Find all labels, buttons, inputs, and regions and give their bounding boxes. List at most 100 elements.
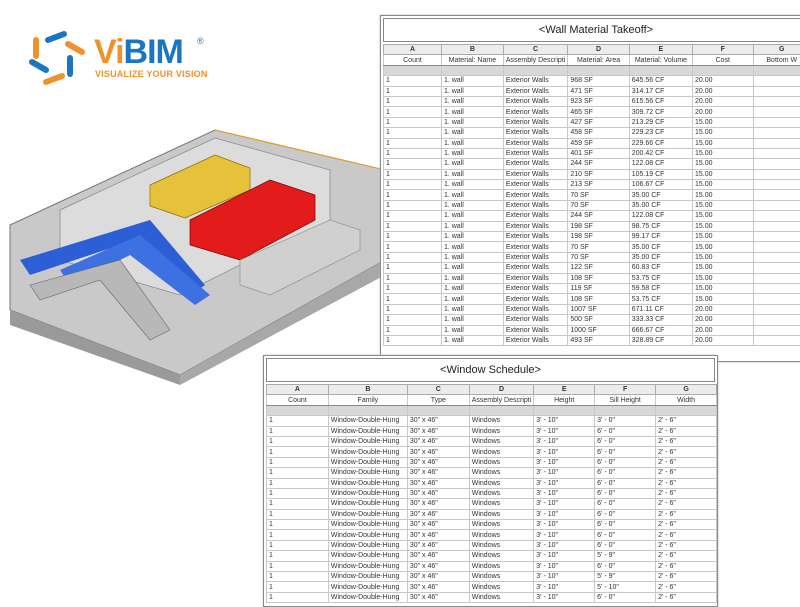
table-cell[interactable]: 6' - 0" xyxy=(595,561,656,571)
table-cell[interactable]: 1 xyxy=(384,252,442,262)
table-cell[interactable]: 1 xyxy=(384,128,442,138)
table-cell[interactable]: Windows xyxy=(469,478,534,488)
column-header[interactable]: Cost xyxy=(693,55,754,65)
table-cell[interactable] xyxy=(753,86,800,96)
column-header[interactable]: Assembly Descripti xyxy=(469,395,534,405)
table-cell[interactable]: 2' - 6" xyxy=(656,426,717,436)
table-cell[interactable]: 1. wall xyxy=(441,107,503,117)
table-cell[interactable] xyxy=(753,159,800,169)
table-cell[interactable]: 6' - 0" xyxy=(595,509,656,519)
table-cell[interactable]: 1. wall xyxy=(441,180,503,190)
column-header[interactable]: Bottom W xyxy=(753,55,800,65)
table-cell[interactable]: 1 xyxy=(267,436,329,446)
column-header[interactable]: Count xyxy=(384,55,442,65)
column-letter[interactable]: G xyxy=(753,45,800,55)
table-cell[interactable]: 1 xyxy=(384,138,442,148)
table-cell[interactable]: 1 xyxy=(384,294,442,304)
column-letter[interactable]: B xyxy=(328,385,407,395)
table-cell[interactable] xyxy=(753,180,800,190)
table-cell[interactable]: 15.00 xyxy=(693,283,754,293)
table-cell[interactable]: 1 xyxy=(267,447,329,457)
table-cell[interactable]: 30" x 46" xyxy=(407,488,469,498)
table-cell[interactable]: 15.00 xyxy=(693,211,754,221)
table-cell[interactable] xyxy=(753,107,800,117)
table-cell[interactable]: Exterior Walls xyxy=(503,76,568,86)
table-cell[interactable]: 1. wall xyxy=(441,138,503,148)
table-cell[interactable]: 1 xyxy=(384,211,442,221)
table-cell[interactable]: 6' - 0" xyxy=(595,468,656,478)
table-cell[interactable]: Exterior Walls xyxy=(503,96,568,106)
table-cell[interactable]: 20.00 xyxy=(693,96,754,106)
table-cell[interactable]: 2' - 6" xyxy=(656,447,717,457)
table-cell[interactable]: Window-Double-Hung xyxy=(328,488,407,498)
table-cell[interactable]: 1. wall xyxy=(441,304,503,314)
table-cell[interactable]: 35.00 CF xyxy=(629,242,692,252)
table-cell[interactable]: Exterior Walls xyxy=(503,211,568,221)
table-cell[interactable]: Window-Double-Hung xyxy=(328,416,407,426)
table-cell[interactable]: 6' - 0" xyxy=(595,436,656,446)
table-cell[interactable]: 1. wall xyxy=(441,252,503,262)
table-cell[interactable]: 3' - 10" xyxy=(534,551,595,561)
column-letter[interactable]: B xyxy=(441,45,503,55)
table-cell[interactable]: 15.00 xyxy=(693,148,754,158)
table-cell[interactable]: Windows xyxy=(469,592,534,602)
table-cell[interactable]: 1 xyxy=(384,180,442,190)
table-cell[interactable] xyxy=(753,283,800,293)
table-cell[interactable]: 60.83 CF xyxy=(629,263,692,273)
table-cell[interactable]: 15.00 xyxy=(693,117,754,127)
table-cell[interactable]: 3' - 10" xyxy=(534,509,595,519)
table-cell[interactable]: 1. wall xyxy=(441,159,503,169)
table-cell[interactable]: 2' - 6" xyxy=(656,592,717,602)
table-cell[interactable] xyxy=(753,169,800,179)
table-cell[interactable]: 1 xyxy=(267,509,329,519)
table-cell[interactable]: 2' - 6" xyxy=(656,530,717,540)
table-cell[interactable]: 1 xyxy=(267,530,329,540)
table-cell[interactable]: 3' - 10" xyxy=(534,540,595,550)
table-cell[interactable] xyxy=(753,273,800,283)
table-cell[interactable]: 30" x 46" xyxy=(407,426,469,436)
table-cell[interactable]: Window-Double-Hung xyxy=(328,468,407,478)
table-cell[interactable]: Exterior Walls xyxy=(503,190,568,200)
table-cell[interactable]: 1 xyxy=(384,76,442,86)
table-cell[interactable] xyxy=(753,211,800,221)
table-cell[interactable]: 1. wall xyxy=(441,190,503,200)
table-cell[interactable]: 30" x 46" xyxy=(407,499,469,509)
table-cell[interactable]: Window-Double-Hung xyxy=(328,572,407,582)
table-cell[interactable] xyxy=(753,200,800,210)
table-cell[interactable]: 229.23 CF xyxy=(629,128,692,138)
table-cell[interactable]: 1. wall xyxy=(441,128,503,138)
table-cell[interactable]: Exterior Walls xyxy=(503,263,568,273)
column-letter[interactable]: C xyxy=(503,45,568,55)
table-cell[interactable]: 3' - 0" xyxy=(595,416,656,426)
table-cell[interactable]: 15.00 xyxy=(693,232,754,242)
table-cell[interactable]: 3' - 10" xyxy=(534,457,595,467)
table-cell[interactable]: 666.67 CF xyxy=(629,325,692,335)
table-cell[interactable]: 1 xyxy=(267,488,329,498)
table-cell[interactable]: 1 xyxy=(267,416,329,426)
table-cell[interactable]: 6' - 0" xyxy=(595,540,656,550)
table-cell[interactable]: Window-Double-Hung xyxy=(328,530,407,540)
table-cell[interactable]: Windows xyxy=(469,488,534,498)
table-cell[interactable]: 465 SF xyxy=(568,107,629,117)
table-cell[interactable]: 70 SF xyxy=(568,200,629,210)
table-cell[interactable]: 30" x 46" xyxy=(407,551,469,561)
table-cell[interactable]: 6' - 0" xyxy=(595,447,656,457)
table-cell[interactable]: 1 xyxy=(384,159,442,169)
table-cell[interactable]: 99.17 CF xyxy=(629,232,692,242)
table-cell[interactable]: 30" x 46" xyxy=(407,540,469,550)
table-cell[interactable]: 20.00 xyxy=(693,86,754,96)
